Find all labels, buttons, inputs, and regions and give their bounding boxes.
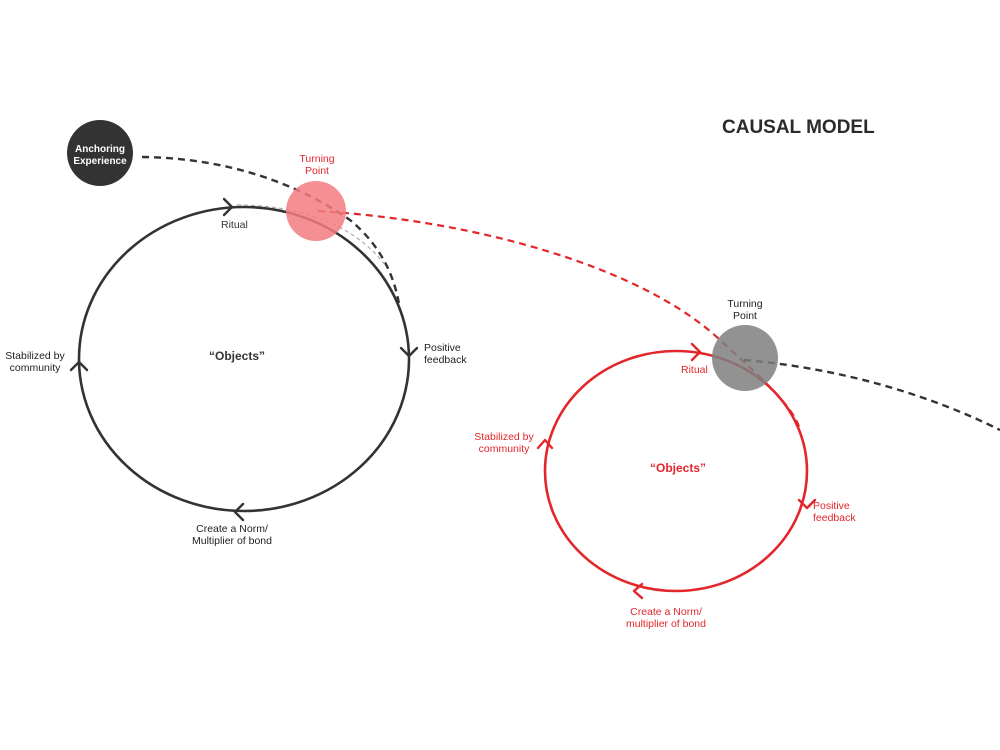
turning-point-1-circle: [286, 181, 346, 241]
loop-1-cycle: [77, 205, 411, 513]
loop-1-feedback-arrow: [399, 346, 419, 358]
loop-1-norm-label-line1: Create a Norm/: [196, 523, 268, 535]
loop-2-ritual-label: Ritual: [681, 364, 708, 376]
loop-1-center-label: “Objects”: [209, 349, 265, 363]
loop-1-ritual-arrow: [222, 197, 234, 217]
turning-point-1: Turning Point: [286, 153, 346, 241]
loop-1-feedback-label-line2: feedback: [424, 354, 467, 366]
loop-2-feedback-arrow: [797, 498, 817, 510]
loop-2-feedback-label-line1: Positive: [813, 500, 850, 512]
loop-2-cycle: [543, 349, 809, 593]
loop-2-norm-label-line2: multiplier of bond: [626, 618, 706, 630]
loop-2-stabilized-label-line1: Stabilized by: [474, 431, 534, 443]
loop-1-stabilized-label-line1: Stabilized by: [5, 350, 65, 362]
turning-point-1-label-line1: Turning: [299, 153, 334, 165]
turning-point-2: Turning Point: [712, 298, 778, 391]
loop-2-norm-label-line1: Create a Norm/: [630, 606, 702, 618]
outgoing-trajectory: [743, 358, 1000, 432]
loop-2-stabilized-arrow: [536, 438, 554, 450]
turning-point-2-circle: [712, 325, 778, 391]
turning-point-2-label-line2: Point: [733, 310, 757, 322]
loop-1-norm-arrow: [233, 502, 245, 522]
anchoring-label-line2: Experience: [73, 156, 127, 167]
anchoring-label-line1: Anchoring: [75, 144, 125, 155]
anchoring-experience-node: Anchoring Experience: [67, 120, 133, 186]
loop-2: “Objects” Ritual Positive feedback Creat…: [474, 342, 856, 630]
loop-2-ritual-arrow: [690, 342, 702, 362]
loop-2-feedback-label-line2: feedback: [813, 512, 856, 524]
loop-2-norm-arrow: [632, 582, 644, 600]
loop-2-center-label: “Objects”: [650, 461, 706, 475]
anchoring-experience-circle: [67, 120, 133, 186]
anchoring-trajectory: [141, 155, 402, 311]
loop-1-norm-label-line2: Multiplier of bond: [192, 535, 272, 547]
loop-1-stabilized-label-line2: community: [10, 362, 62, 374]
loop-1: “Objects” Ritual Positive feedback Creat…: [5, 197, 467, 547]
loop-1-feedback-label-line1: Positive: [424, 342, 461, 354]
diagram-title: CAUSAL MODEL: [722, 117, 875, 138]
loop-2-stabilized-label-line2: community: [479, 443, 531, 455]
loop-1-ritual-label: Ritual: [221, 219, 248, 231]
loop-1-stabilized-arrow: [69, 360, 89, 372]
turning-point-1-label-line2: Point: [305, 165, 329, 177]
red-trajectory: [317, 209, 802, 431]
loop-1-exit-line: [236, 204, 386, 266]
turning-point-2-label-line1: Turning: [727, 298, 762, 310]
